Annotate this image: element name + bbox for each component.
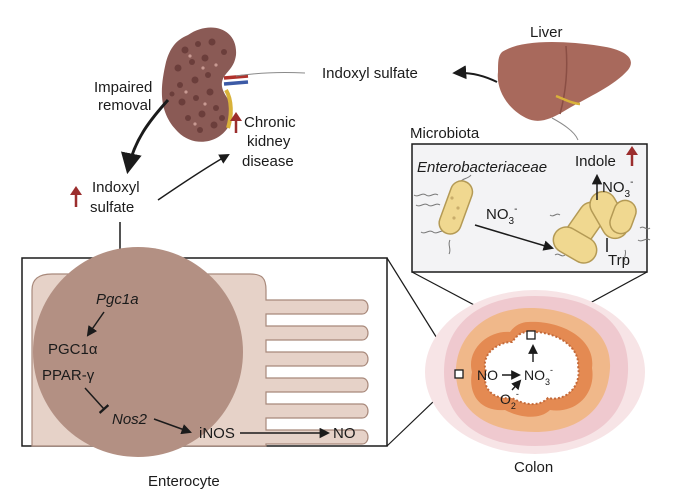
nos2-gene-label: Nos2 <box>112 411 148 428</box>
o2-colon-label: O2- <box>500 389 519 411</box>
liver-to-indoxyl-arrow <box>452 65 498 83</box>
impaired-removal-arrow <box>121 98 170 175</box>
ckd-label: Chronic kidney disease <box>242 114 300 170</box>
enterobacteriaceae-label: Enterobacteriaceae <box>417 159 547 176</box>
indoxyl-sulfate-left-label: Indoxyl sulfate <box>90 179 144 216</box>
no-enterocyte-label: NO <box>333 425 356 442</box>
kidney-illustration <box>161 27 249 142</box>
liver-connector-line <box>551 117 579 141</box>
no-colon-label: NO <box>477 367 498 383</box>
colon-zoom-box-top <box>526 330 536 340</box>
liver-label: Liver <box>530 24 563 41</box>
indoxyl-to-ckd-arrow <box>157 153 230 201</box>
enterobacteriaceae-bacterium <box>413 174 474 255</box>
enterocyte-label: Enterocyte <box>148 473 220 490</box>
pgc1a-gene-to-protein-arrow <box>86 311 105 337</box>
colon-cross-section <box>425 290 645 454</box>
colon-label: Colon <box>514 459 553 476</box>
no3-microbiota-top-label: NO3- <box>602 177 633 200</box>
colon-zoom-box-left <box>454 369 464 379</box>
o2-to-no3-colon-arrow <box>511 379 522 391</box>
impaired-removal-label: Impaired removal <box>94 79 157 114</box>
indoxyl-sulfate-top-label: Indoxyl sulfate <box>322 65 418 82</box>
indoxyl-increase-arrow <box>70 186 82 207</box>
no3-to-bacteria-arrow <box>474 224 555 251</box>
no3-colon-label: NO3- <box>524 365 553 387</box>
microbiota-label: Microbiota <box>410 125 480 142</box>
trp-label: Trp <box>608 252 630 269</box>
indole-label: Indole <box>575 153 616 170</box>
liver-illustration <box>497 42 631 121</box>
pgc1a-protein-label: PGC1α <box>48 341 98 358</box>
bacteria-cluster <box>549 190 651 264</box>
kidney-connector-line <box>235 71 306 77</box>
nucleus <box>33 247 243 457</box>
ppar-gamma-label: PPAR-γ <box>42 367 95 384</box>
indole-increase-arrow <box>626 146 638 166</box>
nos2-to-inos-arrow <box>153 418 192 435</box>
ppar-to-nos2-inhibit-line <box>84 387 110 414</box>
pgc1a-gene-label: Pgc1a <box>96 291 139 308</box>
inos-label: iNOS <box>199 425 235 442</box>
no3-microbiota-left-label: NO3- <box>486 204 517 227</box>
ckd-increase-arrow <box>230 112 242 133</box>
enterocyte-cell <box>31 247 369 457</box>
